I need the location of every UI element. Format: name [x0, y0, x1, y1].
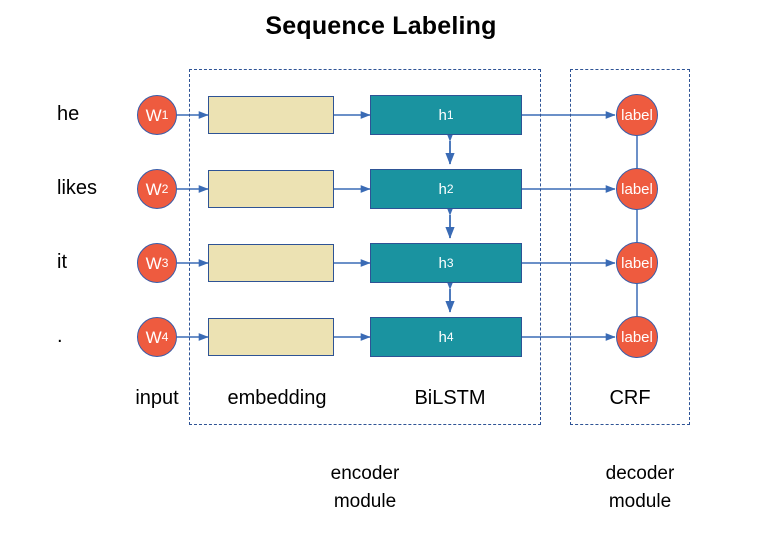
lstm-box-index-1: 1 [446, 108, 454, 122]
label-node-1[interactable]: label [616, 94, 658, 136]
token-node-index-2: 2 [161, 181, 169, 196]
arrow-lstm-to-label-group [522, 111, 616, 341]
token-node-index-4: 4 [161, 329, 169, 344]
arrow-token-to-embedding-group [177, 111, 209, 341]
token-node-letter-3: W [145, 253, 162, 273]
embedding-box-2[interactable] [208, 170, 334, 208]
input-word-4: . [57, 325, 63, 347]
embedding-box-1[interactable] [208, 96, 334, 134]
arrow-embedding-to-lstm-group [334, 111, 371, 341]
decoder-module-caption-line2: module [608, 490, 672, 512]
caption-input: input [135, 387, 179, 409]
token-node-index-1: 1 [161, 107, 169, 122]
decoder-module-caption: decoder module [570, 460, 710, 515]
label-node-text-1: label [621, 106, 653, 124]
caption-bilstm: BiLSTM [414, 387, 486, 409]
label-node-text-3: label [621, 254, 653, 272]
token-node-letter-2: W [145, 179, 162, 199]
input-word-3: it [57, 251, 67, 273]
caption-embedding: embedding [227, 387, 327, 409]
encoder-module-caption-line2: module [333, 490, 397, 512]
input-word-2: likes [57, 177, 98, 199]
lstm-box-letter-4: h [438, 328, 447, 346]
decoder-module-caption-line1: decoder [605, 463, 675, 484]
lstm-box-letter-1: h [438, 106, 447, 124]
label-node-text-2: label [621, 180, 653, 198]
token-node-letter-4: W [145, 327, 162, 347]
token-node-index-3: 3 [161, 255, 169, 270]
input-word-1: he [57, 103, 80, 125]
lstm-box-index-4: 4 [446, 330, 454, 344]
lstm-box-index-3: 3 [446, 256, 454, 270]
lstm-box-letter-2: h [438, 180, 447, 198]
decoder-module-boundary [570, 69, 690, 425]
lstm-box-index-2: 2 [446, 182, 454, 196]
encoder-module-boundary [189, 69, 541, 425]
encoder-module-caption-line1: encoder [330, 463, 400, 484]
label-node-text-4: label [621, 328, 653, 346]
encoder-module-caption: encoder module [295, 460, 435, 515]
token-node-letter-1: W [145, 105, 162, 125]
label-node-2[interactable]: label [616, 168, 658, 210]
embedding-box-3[interactable] [208, 244, 334, 282]
page-title: Sequence Labeling [265, 12, 497, 40]
lstm-box-letter-3: h [438, 254, 447, 272]
caption-crf: CRF [609, 387, 651, 409]
label-node-4[interactable]: label [616, 316, 658, 358]
label-node-3[interactable]: label [616, 242, 658, 284]
embedding-box-4[interactable] [208, 318, 334, 356]
